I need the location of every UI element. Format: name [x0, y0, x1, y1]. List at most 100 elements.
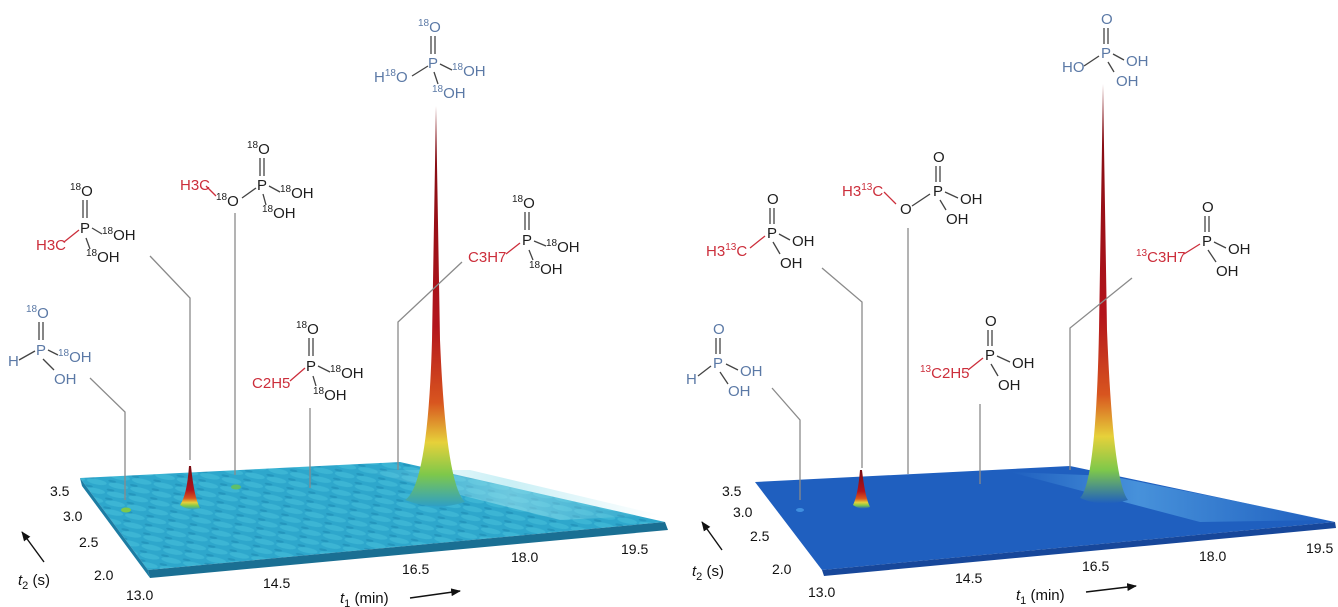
right-structure-methylphosphonic: O P H313C OH OH	[706, 191, 815, 272]
right-y-axis-title: t2 (s)	[692, 563, 724, 583]
svg-text:18OH: 18OH	[86, 248, 120, 266]
right-structure-ethylphosphonic: O P 13C2H5 OH OH	[920, 313, 1035, 394]
svg-text:18O: 18O	[216, 192, 239, 210]
right-x-arrow	[1085, 583, 1137, 593]
svg-text:OH: OH	[1228, 241, 1251, 258]
svg-text:O: O	[767, 191, 779, 208]
left-ytick-1: 3.5	[50, 483, 70, 499]
right-x-ticks: 13.0 14.5 16.5 18.0 19.5	[808, 540, 1333, 600]
svg-text:18O: 18O	[26, 304, 49, 322]
left-structure-propylphosphonic: 18O P C3H7 18OH 18OH	[468, 194, 580, 278]
svg-text:18O: 18O	[70, 182, 93, 200]
left-peak-main	[405, 106, 465, 507]
svg-text:O: O	[1101, 11, 1113, 28]
right-leader-lines	[771, 228, 1133, 500]
left-x-axis-title: t1 (min)	[340, 590, 389, 607]
svg-text:OH: OH	[1012, 355, 1035, 372]
svg-text:P: P	[713, 355, 723, 372]
right-y-ticks: 3.5 3.0 2.5 2.0	[722, 483, 792, 577]
left-ytick-2: 3.0	[63, 508, 83, 524]
right-structure-propylphosphonic: O P 13C3H7 OH OH	[1136, 199, 1251, 280]
svg-text:18OH: 18OH	[58, 348, 92, 366]
svg-text:OH: OH	[960, 191, 983, 208]
svg-text:18OH: 18OH	[529, 260, 563, 278]
svg-text:18OH: 18OH	[102, 226, 136, 244]
svg-text:C2H5: C2H5	[252, 375, 290, 392]
left-structure-ethylphosphonic: 18O P C2H5 18OH 18OH	[252, 320, 364, 404]
left-ytick-4: 2.0	[94, 567, 114, 583]
svg-text:H18O: H18O	[374, 68, 408, 86]
right-ytick-1: 3.5	[722, 483, 742, 499]
left-panel: 13.0 14.5 16.5 18.0 19.5 3.5 3.0 2.5 2.0…	[8, 18, 668, 607]
svg-text:O: O	[1202, 199, 1214, 216]
svg-text:OH: OH	[780, 255, 803, 272]
svg-text:P: P	[522, 232, 532, 249]
svg-text:18O: 18O	[512, 194, 535, 212]
right-y-arrow	[701, 521, 723, 551]
left-y-ticks: 3.5 3.0 2.5 2.0	[50, 483, 114, 583]
right-structure-phosphonic: O P H OH OH	[686, 321, 763, 400]
svg-text:H3C: H3C	[36, 237, 66, 254]
left-xtick-4: 18.0	[511, 549, 538, 565]
svg-text:18OH: 18OH	[280, 184, 314, 202]
right-structure-phosphoric-acid: O P HO OH OH	[1062, 11, 1149, 90]
svg-text:OH: OH	[946, 211, 969, 228]
left-y-arrow	[21, 531, 45, 563]
right-xtick-2: 14.5	[955, 570, 982, 586]
left-peak-h	[121, 507, 131, 513]
left-structure-phosphoric-acid: 18O P H18O 18OH 18OH	[374, 18, 486, 102]
right-peak-methyl	[853, 470, 870, 509]
right-peaks	[796, 84, 1128, 512]
svg-text:OH: OH	[728, 383, 751, 400]
left-xtick-5: 19.5	[621, 541, 648, 557]
left-peak-methyl	[180, 466, 200, 510]
svg-text:OH: OH	[54, 371, 77, 388]
svg-text:H: H	[8, 353, 19, 370]
left-structure-methyl-phosphate: 18O P H3C 18O 18OH 18OH	[180, 140, 314, 222]
right-x-axis-title: t1 (min)	[1016, 587, 1065, 607]
right-xtick-5: 19.5	[1306, 540, 1333, 556]
svg-text:P: P	[428, 55, 438, 72]
right-xtick-3: 16.5	[1082, 558, 1109, 574]
left-x-arrow	[409, 588, 461, 599]
svg-text:HO: HO	[1062, 59, 1085, 76]
svg-text:OH: OH	[998, 377, 1021, 394]
svg-text:H313C: H313C	[706, 242, 747, 260]
left-structure-phosphonic: 18O P H 18OH OH	[8, 304, 92, 388]
svg-text:P: P	[767, 225, 777, 242]
svg-text:18O: 18O	[296, 320, 319, 338]
right-xtick-1: 13.0	[808, 584, 835, 600]
left-xtick-1: 13.0	[126, 587, 153, 603]
right-ytick-4: 2.0	[772, 561, 792, 577]
svg-text:P: P	[36, 342, 46, 359]
svg-text:OH: OH	[1126, 53, 1149, 70]
left-structure-methylphosphonic: 18O P H3C 18OH 18OH	[36, 182, 136, 266]
left-ytick-3: 2.5	[79, 534, 99, 550]
right-peak-main	[1080, 84, 1128, 504]
right-ytick-3: 2.5	[750, 528, 770, 544]
svg-text:18O: 18O	[418, 18, 441, 36]
svg-text:OH: OH	[792, 233, 815, 250]
svg-text:18O: 18O	[247, 140, 270, 158]
svg-text:18OH: 18OH	[262, 204, 296, 222]
left-surface-side-edge	[80, 478, 150, 578]
right-structure-methyl-phosphate: O P H313C O OH OH	[842, 149, 983, 228]
svg-text:13C2H5: 13C2H5	[920, 364, 970, 382]
svg-text:18OH: 18OH	[452, 62, 486, 80]
svg-text:O: O	[985, 313, 997, 330]
svg-text:18OH: 18OH	[546, 238, 580, 256]
left-peak-methoxy	[231, 484, 241, 490]
svg-text:OH: OH	[1216, 263, 1239, 280]
svg-text:18OH: 18OH	[313, 386, 347, 404]
right-ytick-2: 3.0	[733, 504, 753, 520]
left-peaks	[121, 106, 465, 513]
left-surface-front-edge	[148, 522, 668, 578]
right-peak-h	[796, 508, 804, 512]
svg-text:OH: OH	[1116, 73, 1139, 90]
svg-text:O: O	[933, 149, 945, 166]
svg-text:13C3H7: 13C3H7	[1136, 248, 1186, 266]
svg-text:OH: OH	[740, 363, 763, 380]
left-leader-lines	[89, 213, 463, 500]
svg-text:H: H	[686, 371, 697, 388]
